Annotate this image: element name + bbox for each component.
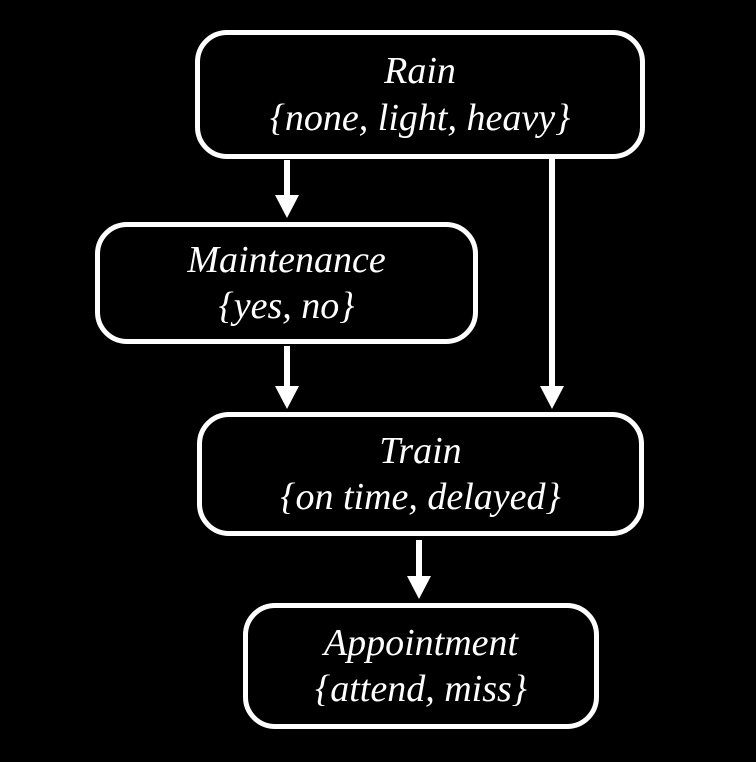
edge-rain-to-train-arrow xyxy=(540,158,564,409)
node-rain-label: Rain xyxy=(384,50,456,93)
node-train-label: Train xyxy=(379,429,462,472)
node-maintenance-values: {yes, no} xyxy=(218,285,355,327)
edge-maintenance-to-train-arrow xyxy=(275,346,299,409)
node-train: Train {on time, delayed} xyxy=(197,412,644,536)
node-maintenance: Maintenance {yes, no} xyxy=(95,222,478,344)
edge-rain-to-maintenance-arrow xyxy=(275,160,299,218)
edge-train-to-appointment-arrow xyxy=(407,540,431,599)
node-appointment-values: {attend, miss} xyxy=(315,668,527,710)
node-rain-values: {none, light, heavy} xyxy=(269,96,571,139)
node-rain: Rain {none, light, heavy} xyxy=(195,30,645,159)
node-train-values: {on time, delayed} xyxy=(280,476,561,518)
node-appointment: Appointment {attend, miss} xyxy=(243,603,599,729)
node-appointment-label: Appointment xyxy=(323,621,519,664)
node-maintenance-label: Maintenance xyxy=(187,238,386,281)
